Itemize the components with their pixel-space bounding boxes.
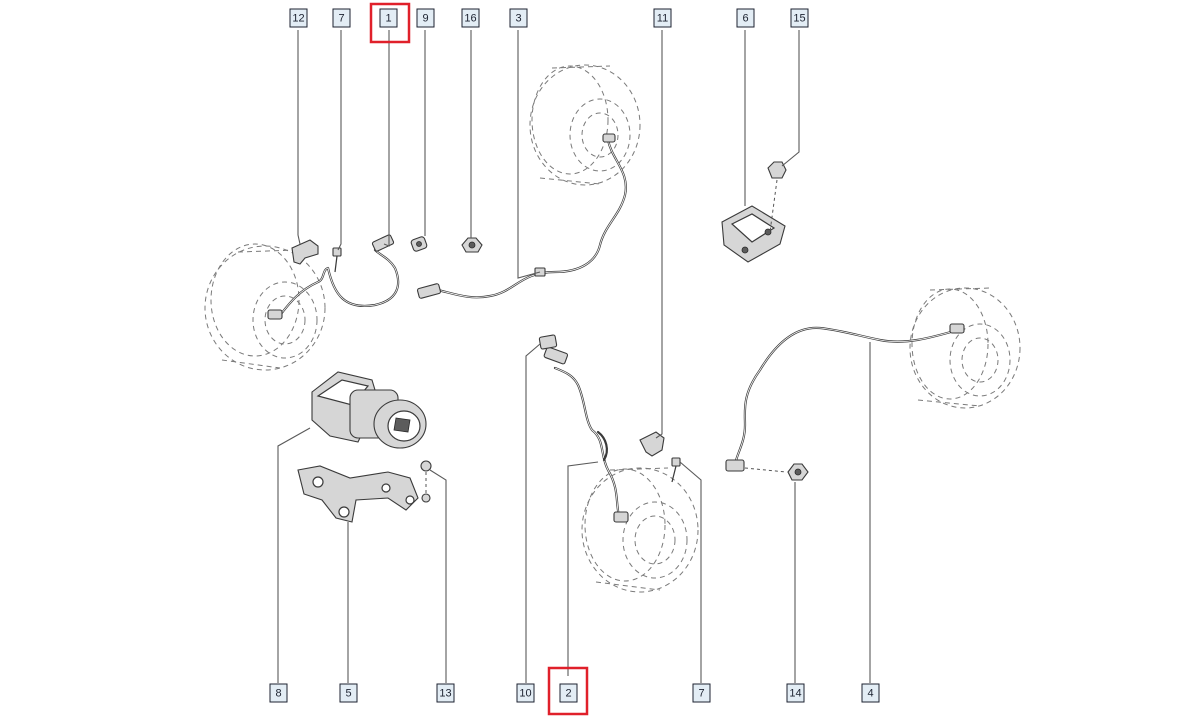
label-12[interactable]: 12 xyxy=(289,8,308,28)
svg-text:6: 6 xyxy=(742,13,748,25)
abs-unit-part-8 xyxy=(311,371,427,449)
label-11[interactable]: 11 xyxy=(653,8,672,28)
label-1[interactable]: 1 xyxy=(379,8,398,28)
front-left-sensor-wire xyxy=(267,234,400,320)
svg-text:8: 8 xyxy=(275,688,281,700)
label-13[interactable]: 13 xyxy=(436,683,455,703)
label-8[interactable]: 8 xyxy=(269,683,288,703)
sensor-module-part-6 xyxy=(721,205,786,263)
svg-text:9: 9 xyxy=(422,13,428,25)
clip-part-14 xyxy=(744,463,809,481)
highlight-box-part-2 xyxy=(547,666,589,716)
leader-lines xyxy=(277,30,871,683)
wheel-front-left xyxy=(204,243,326,371)
label-3[interactable]: 3 xyxy=(509,8,528,28)
clip-part-10 xyxy=(538,334,558,350)
mounting-bracket-part-5 xyxy=(297,465,419,523)
svg-text:5: 5 xyxy=(345,688,351,700)
wheel-front-right xyxy=(529,64,641,186)
label-7-top[interactable]: 7 xyxy=(332,8,351,28)
highlight-box-part-1 xyxy=(369,2,411,44)
label-7-bottom[interactable]: 7 xyxy=(692,683,711,703)
front-right-sensor-wire xyxy=(416,133,627,299)
label-9[interactable]: 9 xyxy=(416,8,435,28)
label-6[interactable]: 6 xyxy=(736,8,755,28)
svg-text:14: 14 xyxy=(789,688,801,700)
label-5[interactable]: 5 xyxy=(339,683,358,703)
svg-text:16: 16 xyxy=(464,13,476,25)
wheel-rear-right xyxy=(909,287,1021,409)
label-15[interactable]: 15 xyxy=(790,8,809,28)
svg-text:7: 7 xyxy=(338,13,344,25)
clip-part-16 xyxy=(461,237,483,253)
rear-left-sensor-wire xyxy=(543,346,629,523)
label-4[interactable]: 4 xyxy=(861,683,880,703)
bolt-part-7-top xyxy=(332,247,342,273)
svg-text:12: 12 xyxy=(292,13,304,25)
svg-text:4: 4 xyxy=(867,688,873,700)
svg-text:15: 15 xyxy=(793,13,805,25)
label-14[interactable]: 14 xyxy=(786,683,805,703)
label-2[interactable]: 2 xyxy=(559,683,578,703)
svg-text:7: 7 xyxy=(698,688,704,700)
svg-text:13: 13 xyxy=(439,688,451,700)
label-10[interactable]: 10 xyxy=(516,683,535,703)
rear-right-sensor-wire xyxy=(725,323,965,472)
bolt-part-7-bottom xyxy=(671,457,681,483)
svg-text:11: 11 xyxy=(657,13,668,25)
sensor-part-9 xyxy=(410,236,428,252)
bracket-part-11 xyxy=(639,431,665,457)
svg-text:2: 2 xyxy=(565,688,571,700)
svg-text:10: 10 xyxy=(519,688,531,700)
nut-part-15 xyxy=(767,161,787,233)
label-16[interactable]: 16 xyxy=(461,8,480,28)
svg-text:3: 3 xyxy=(515,13,521,25)
bolt-part-13 xyxy=(420,460,432,503)
bracket-part-12 xyxy=(291,239,319,265)
wheel-rear-left xyxy=(581,467,699,593)
svg-text:1: 1 xyxy=(385,13,391,25)
